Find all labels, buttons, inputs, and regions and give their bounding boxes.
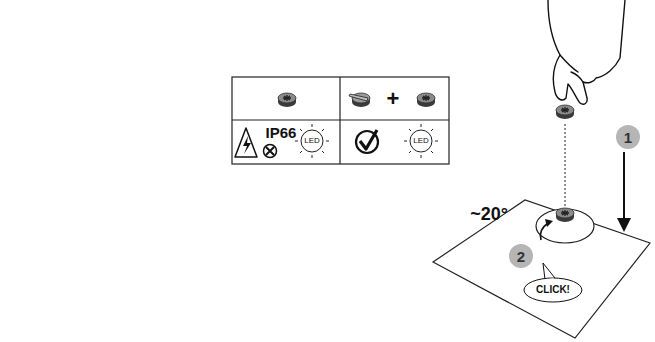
check-symbol — [356, 130, 378, 153]
plus-sign: + — [387, 88, 400, 110]
callout-number: 2 — [508, 243, 534, 269]
held-cap — [556, 105, 574, 119]
warning-triangle — [235, 128, 257, 157]
cap-icon — [278, 93, 296, 107]
socket-recess — [536, 209, 594, 243]
push-arrow — [617, 152, 631, 232]
not-allowed-symbol — [264, 145, 277, 158]
compatibility-table — [232, 77, 449, 164]
led-icon — [295, 124, 329, 158]
guide-line — [565, 124, 566, 206]
click-bubble: CLICK! — [523, 277, 583, 303]
rotate-arrow — [540, 219, 553, 240]
sound-text: CLICK! — [536, 285, 570, 295]
callout-number: 1 — [615, 124, 641, 150]
tab-cap-icon — [349, 93, 370, 107]
callout-number: 2 — [517, 249, 525, 264]
hand — [548, 0, 625, 104]
mounted-cap — [556, 208, 574, 222]
cap-icon — [417, 93, 435, 107]
rotation-angle: ~20° — [470, 205, 508, 223]
callout-number: 1 — [624, 130, 632, 145]
ip-rating: IP66 — [266, 125, 297, 140]
mounting-surface — [433, 200, 650, 338]
led-text: LED — [304, 137, 320, 145]
led-icon — [404, 124, 438, 158]
led-text: LED — [413, 137, 429, 145]
